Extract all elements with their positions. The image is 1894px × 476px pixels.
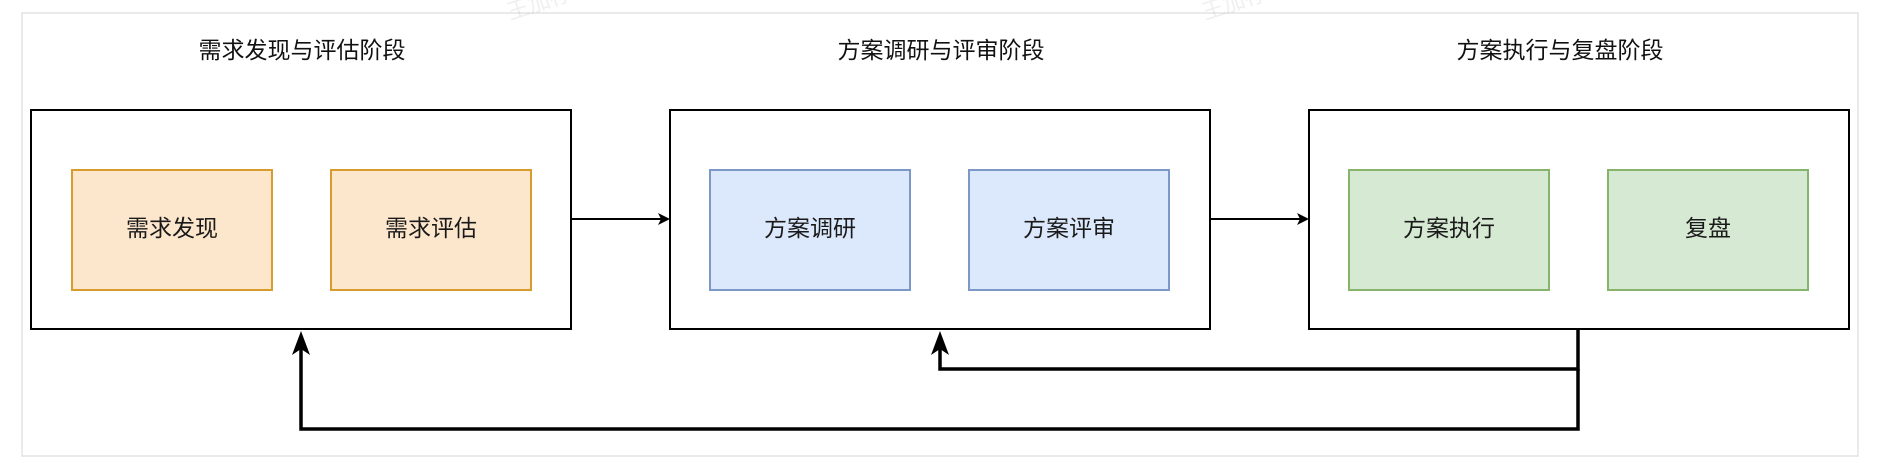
step-box: 方案调研	[709, 169, 911, 291]
step-box: 方案评审	[968, 169, 1170, 291]
step-label: 需求发现	[126, 216, 218, 242]
stage-title: 需求发现与评估阶段	[199, 38, 406, 64]
stage-requirement: 需求发现与评估阶段 需求发现 需求评估	[30, 38, 572, 330]
stage-execution: 方案执行与复盘阶段 方案执行 复盘	[1308, 38, 1850, 330]
step-box-shape	[71, 169, 273, 291]
step-box: 方案执行	[1348, 169, 1550, 291]
feedback-arrowhead	[292, 331, 310, 355]
feedback-arrowhead	[931, 331, 949, 355]
step-label: 复盘	[1685, 216, 1731, 242]
feedback-arrow	[938, 329, 1580, 371]
step-label: 方案评审	[1023, 216, 1115, 242]
stage-title: 方案执行与复盘阶段	[1457, 38, 1664, 64]
step-label: 方案执行	[1403, 216, 1495, 242]
step-box: 需求评估	[330, 169, 532, 291]
step-label: 需求评估	[385, 216, 477, 242]
stage-research: 方案调研与评审阶段 方案调研 方案评审	[669, 38, 1211, 330]
step-box: 复盘	[1607, 169, 1809, 291]
feedback-arrow	[299, 344, 1580, 431]
stage-title: 方案调研与评审阶段	[838, 38, 1045, 64]
step-box-shape	[330, 169, 532, 291]
step-box-shape	[709, 169, 911, 291]
step-box-shape	[968, 169, 1170, 291]
step-label: 方案调研	[764, 216, 856, 242]
step-box-shape	[1607, 169, 1809, 291]
step-box: 需求发现	[71, 169, 273, 291]
step-box-shape	[1348, 169, 1550, 291]
canvas-frame	[21, 12, 1859, 457]
